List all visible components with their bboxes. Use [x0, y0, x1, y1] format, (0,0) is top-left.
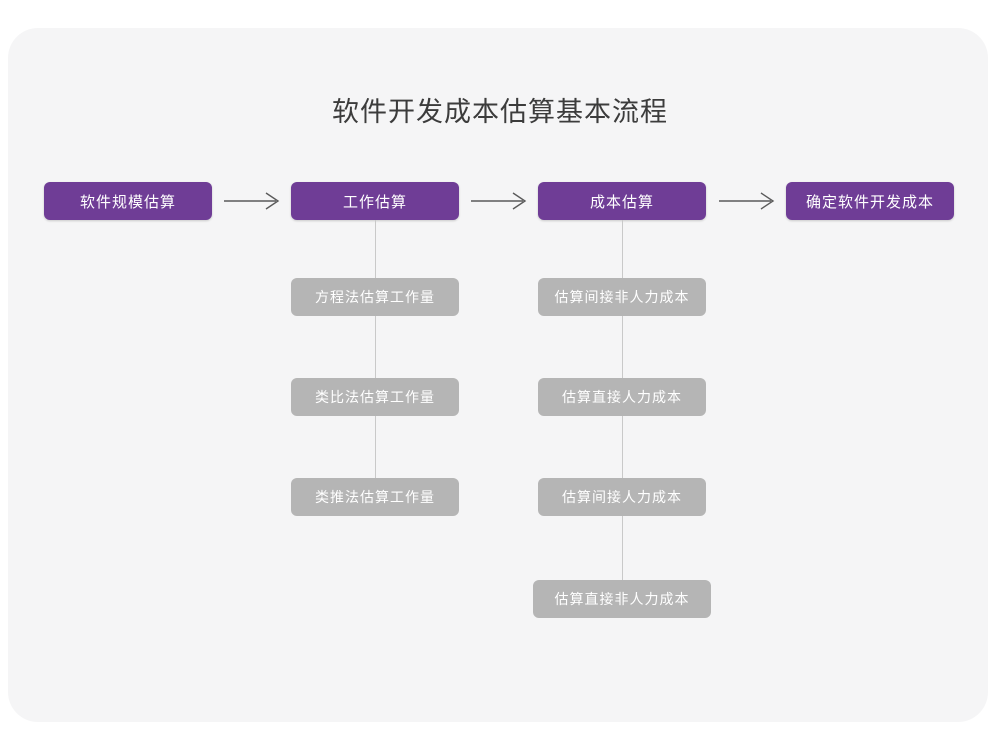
stage-node-work-estimation[interactable]: 工作估算 — [291, 182, 459, 220]
branch-node-inference-method[interactable]: 类推法估算工作量 — [291, 478, 459, 516]
stage-node-determine-development-cost[interactable]: 确定软件开发成本 — [786, 182, 954, 220]
branch-node-equation-method[interactable]: 方程法估算工作量 — [291, 278, 459, 316]
branch-node-analogy-method[interactable]: 类比法估算工作量 — [291, 378, 459, 416]
stage-node-software-scale-estimation[interactable]: 软件规模估算 — [44, 182, 212, 220]
branch-node-direct-nonlabor-cost[interactable]: 估算直接非人力成本 — [533, 580, 711, 618]
branch-node-direct-labor-cost[interactable]: 估算直接人力成本 — [538, 378, 706, 416]
arrow-right-icon — [717, 190, 779, 212]
branch-node-indirect-labor-cost[interactable]: 估算间接人力成本 — [538, 478, 706, 516]
connector-line-work-branch — [375, 220, 376, 500]
stage-node-cost-estimation[interactable]: 成本估算 — [538, 182, 706, 220]
branch-node-indirect-nonlabor-cost[interactable]: 估算间接非人力成本 — [538, 278, 706, 316]
page-title: 软件开发成本估算基本流程 — [332, 97, 668, 127]
diagram-card — [8, 28, 988, 722]
arrow-right-icon — [469, 190, 531, 212]
arrow-right-icon — [222, 190, 284, 212]
